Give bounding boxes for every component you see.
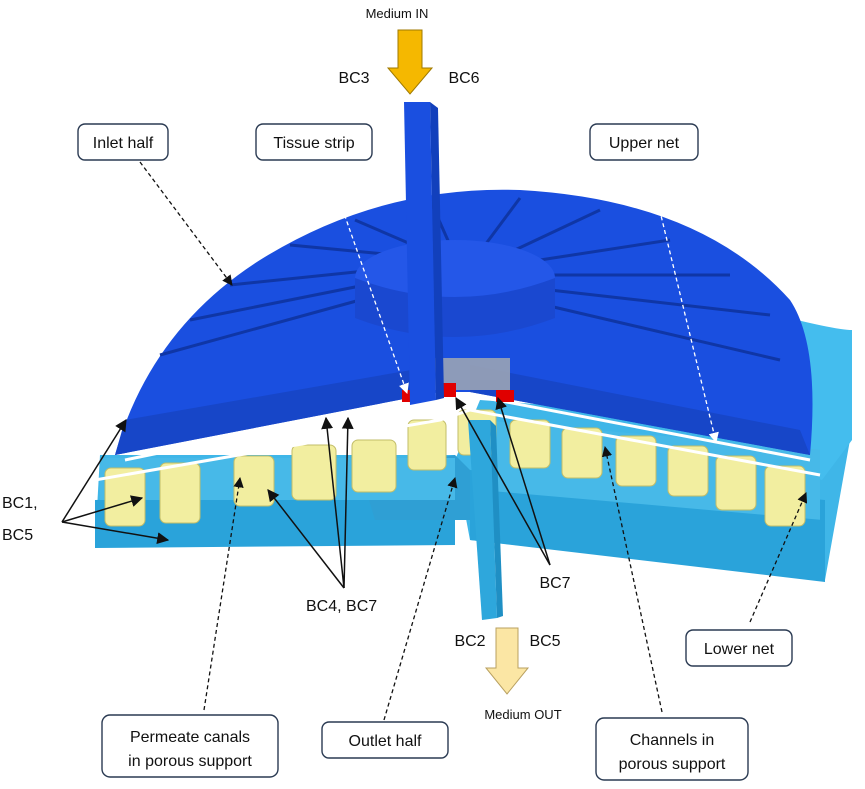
bc1-label: BC1,	[2, 495, 38, 512]
callout-outlet-half: Outlet half	[321, 721, 449, 759]
leader-lines	[61, 161, 808, 721]
leader-bc7-a	[455, 396, 551, 566]
callout-permeate-canals: Permeate canals in porous support	[101, 714, 279, 778]
channel-cylinder	[561, 427, 603, 479]
leader-bc4-b	[321, 416, 345, 589]
inlet-half-right-face	[470, 365, 810, 455]
channel-cylinder	[407, 419, 447, 471]
bc5-outlet-label: BC5	[529, 633, 560, 650]
lower-net-line	[94, 408, 821, 482]
channel-cylinder	[291, 444, 337, 501]
leader-bc1-a	[61, 418, 127, 523]
bc3-label: BC3	[338, 70, 369, 87]
channel-cylinder	[104, 467, 146, 527]
leader-bc4-a	[267, 489, 345, 589]
callout-tissue-strip-text: Tissue strip	[273, 135, 354, 152]
callout-upper-net: Upper net	[589, 123, 699, 161]
leader-bc1-b	[61, 495, 144, 523]
outlet-pipe	[468, 420, 497, 620]
callout-tissue-strip: Tissue strip	[255, 123, 373, 161]
inlet-half-body	[115, 189, 813, 455]
radial-ribs	[159, 197, 781, 362]
porous-support-band-left	[100, 458, 455, 500]
leader-bc1-c	[61, 521, 170, 545]
leader-channels	[601, 445, 663, 713]
callout-channels-line1: Channels in	[630, 732, 715, 749]
inlet-pipe-shade	[430, 102, 444, 400]
callout-upper-net-text: Upper net	[609, 135, 680, 152]
channel-cylinder	[764, 465, 806, 527]
flow-arrows	[386, 29, 530, 695]
callout-inlet-half: Inlet half	[77, 123, 169, 161]
callout-channels-line2: porous support	[619, 756, 726, 773]
callout-lower-net-text: Lower net	[704, 641, 775, 658]
leader-tissue-strip	[325, 161, 409, 394]
central-hub-side	[355, 278, 555, 337]
inlet-pipe	[404, 102, 436, 405]
channel-cylinder	[351, 439, 397, 493]
channel-cylinders-right	[457, 409, 806, 527]
outflow-arrow	[484, 627, 530, 695]
callout-lower-net: Lower net	[685, 629, 793, 667]
channel-cylinders-left	[104, 419, 447, 527]
medium-out-label: Medium OUT	[484, 707, 561, 722]
bc7-label: BC7	[539, 575, 570, 592]
channel-cylinder	[715, 455, 757, 511]
bc4-bc7-label: BC4, BC7	[306, 598, 377, 615]
leader-inlet-half	[139, 161, 233, 286]
channel-cylinder	[159, 462, 201, 524]
leader-bc7-b	[495, 396, 551, 566]
leader-bc4-c	[341, 416, 354, 589]
bc2-label: BC2	[454, 633, 485, 650]
leader-outlet-half	[383, 477, 458, 721]
bc5-wall-label: BC5	[2, 527, 33, 544]
channel-cylinder	[615, 435, 657, 487]
channel-cylinder	[509, 419, 551, 469]
callout-inlet-half-text: Inlet half	[93, 135, 154, 152]
callout-permeate-canals-line1: Permeate canals	[130, 729, 250, 746]
inflow-arrow	[386, 29, 434, 95]
callout-outlet-half-text: Outlet half	[349, 733, 422, 750]
callout-permeate-canals-line2: in porous support	[128, 753, 252, 770]
medium-in-label: Medium IN	[366, 6, 429, 21]
leader-lower-net	[749, 492, 808, 623]
channel-cylinder	[667, 445, 709, 497]
outlet-pipe-shade	[490, 420, 503, 618]
pipes	[404, 102, 503, 620]
inlet-half-front-face	[115, 365, 440, 455]
leader-upper-net	[647, 161, 719, 444]
bc6-label: BC6	[448, 70, 479, 87]
callout-channels: Channels in porous support	[595, 717, 749, 781]
